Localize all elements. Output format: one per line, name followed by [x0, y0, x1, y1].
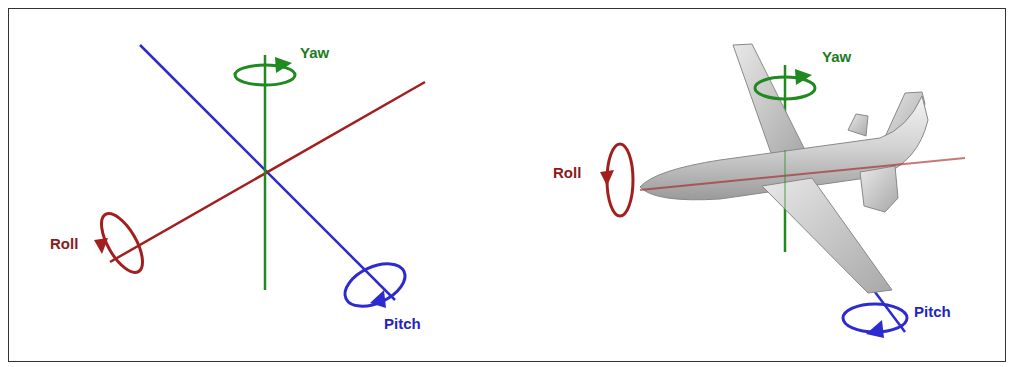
- axis-label: Roll: [553, 164, 581, 182]
- axis-label: Pitch: [384, 315, 421, 333]
- axis-label: Yaw: [300, 44, 329, 62]
- frame: [9, 9, 1006, 362]
- axis-label: Yaw: [822, 48, 851, 66]
- axis-label: Roll: [50, 235, 78, 253]
- front-wing: [762, 178, 892, 293]
- engine: [860, 166, 898, 212]
- left-axes: [93, 45, 425, 315]
- stabilizer: [848, 114, 868, 136]
- axis-label: Pitch: [914, 303, 951, 321]
- airplane: [600, 44, 965, 338]
